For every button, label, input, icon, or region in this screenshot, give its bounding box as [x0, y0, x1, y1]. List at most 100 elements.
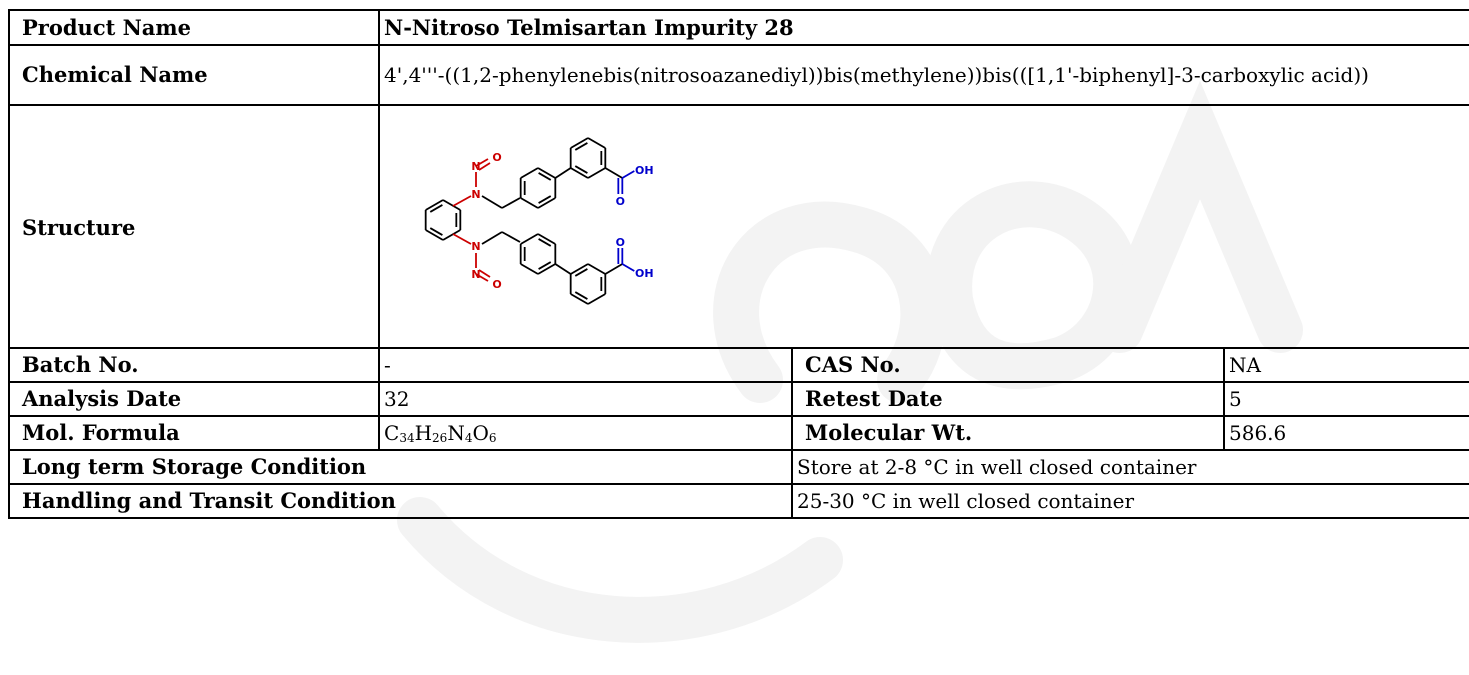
ring-double-bond	[574, 290, 588, 300]
product-name-label: Product Name	[8, 9, 380, 46]
handling-value: 25-30 °C in well closed container	[790, 483, 1469, 519]
formula-element-o: O	[472, 421, 489, 445]
biaryl-bond	[554, 262, 572, 275]
n-ch2-bond	[481, 194, 503, 209]
retest-date-label: Retest Date	[791, 381, 1225, 417]
formula-count-o: 6	[488, 431, 497, 445]
ring-double-bond	[429, 226, 443, 236]
nitroso-o-upper: O	[492, 151, 501, 164]
carbonyl-o-upper: O	[616, 195, 625, 208]
ring-double-bond	[538, 260, 552, 270]
cas-no-value: NA	[1222, 347, 1469, 383]
storage-label: Long term Storage Condition	[8, 449, 793, 485]
formula-element-c: C	[384, 421, 400, 445]
ring-bond	[425, 198, 444, 211]
nitroso-n-upper: N	[471, 160, 480, 173]
analysis-date-label: Analysis Date	[8, 381, 380, 417]
ch2-ring-bond	[501, 196, 521, 209]
ring-bond	[537, 262, 556, 275]
structure-label: Structure	[22, 214, 136, 240]
product-name-value: N-Nitroso Telmisartan Impurity 28	[377, 9, 1469, 46]
ring-bond	[520, 196, 539, 209]
c-n-bond	[452, 232, 472, 245]
ring-bond	[442, 228, 461, 241]
ch2-ring-bond	[501, 230, 521, 243]
ring-bond	[537, 196, 556, 209]
ring-bond	[425, 228, 444, 241]
carbonyl-o-lower: O	[616, 236, 625, 249]
n-ch2-bond	[481, 230, 503, 245]
c-n-bond	[452, 194, 472, 207]
ring-bond	[520, 262, 539, 275]
ring-bond	[442, 198, 461, 211]
row-storage: Long term Storage Condition Store at 2-8…	[8, 449, 1469, 485]
nitroso-o-lower: O	[492, 278, 501, 291]
molecular-wt-label: Molecular Wt.	[791, 415, 1225, 451]
mol-formula-value: C34H26N4O6	[378, 415, 793, 451]
analysis-date-value: 32	[378, 381, 793, 417]
ring-bond	[570, 262, 589, 275]
formula-count-c: 34	[399, 431, 415, 445]
ring-bond	[520, 166, 539, 179]
ring-bond	[570, 166, 589, 179]
ring-bond	[537, 232, 556, 245]
row-chemical-name: Chemical Name 4',4'''-((1,2-phenylenebis…	[8, 44, 1469, 106]
ring-bond	[520, 232, 539, 245]
ring-double-bond	[538, 171, 552, 181]
ring-double-bond	[429, 203, 443, 213]
ring-bond	[537, 166, 556, 179]
coa-table: Product Name N-Nitroso Telmisartan Impur…	[8, 9, 1469, 519]
ring-bond	[570, 136, 589, 149]
n-o-double-bond	[478, 268, 491, 278]
ring-bond	[587, 292, 606, 305]
batch-no-value: -	[378, 347, 793, 383]
c-oh-bond	[621, 262, 635, 272]
molecular-wt-value: 586.6	[1222, 415, 1469, 451]
ring-double-bond	[538, 237, 552, 247]
nitrogen-atom-lower: N	[471, 240, 480, 253]
biaryl-bond	[554, 166, 572, 179]
n-o-bond	[475, 272, 489, 282]
handling-label: Handling and Transit Condition	[8, 483, 793, 519]
hydroxyl-lower: OH	[635, 267, 654, 280]
row-handling: Handling and Transit Condition 25-30 °C …	[8, 483, 1469, 519]
row-formula: Mol. Formula C34H26N4O6 Molecular Wt. 58…	[8, 415, 1469, 451]
formula-element-n: N	[447, 421, 465, 445]
hydroxyl-upper: OH	[635, 164, 654, 177]
c-cooh-bond	[604, 262, 623, 275]
nitroso-n-lower: N	[471, 268, 480, 281]
c-cooh-bond	[604, 166, 623, 179]
formula-element-h: H	[414, 421, 433, 445]
n-o-double-bond	[478, 161, 491, 171]
batch-no-label: Batch No.	[8, 347, 380, 383]
ring-bond	[570, 292, 589, 305]
chemical-name-value: 4',4'''-((1,2-phenylenebis(nitrosoazaned…	[384, 62, 1369, 87]
row-dates: Analysis Date 32 Retest Date 5	[8, 381, 1469, 417]
ring-double-bond	[574, 164, 588, 174]
chemical-name-cell: 4',4'''-((1,2-phenylenebis(nitrosoazaned…	[377, 44, 1469, 106]
storage-value: Store at 2-8 °C in well closed container	[790, 449, 1469, 485]
structure-label-cell: Structure	[8, 104, 380, 349]
n-o-bond	[475, 157, 489, 167]
ring-double-bond	[574, 141, 588, 151]
mol-formula-label: Mol. Formula	[8, 415, 380, 451]
ring-bond	[587, 262, 606, 275]
ring-double-bond	[574, 267, 588, 277]
nitrogen-atom-upper: N	[471, 188, 480, 201]
retest-date-value: 5	[1222, 381, 1469, 417]
chemical-name-label: Chemical Name	[8, 44, 380, 106]
formula-count-h: 26	[432, 431, 448, 445]
c-oh-bond	[621, 169, 635, 179]
structure-bonds	[424, 136, 635, 305]
ring-double-bond	[538, 194, 552, 204]
cas-no-label: CAS No.	[791, 347, 1225, 383]
row-product-name: Product Name N-Nitroso Telmisartan Impur…	[8, 9, 1469, 46]
formula-count-n: 4	[464, 431, 473, 445]
ring-bond	[587, 166, 606, 179]
ring-bond	[587, 136, 606, 149]
row-batch: Batch No. - CAS No. NA	[8, 347, 1469, 383]
